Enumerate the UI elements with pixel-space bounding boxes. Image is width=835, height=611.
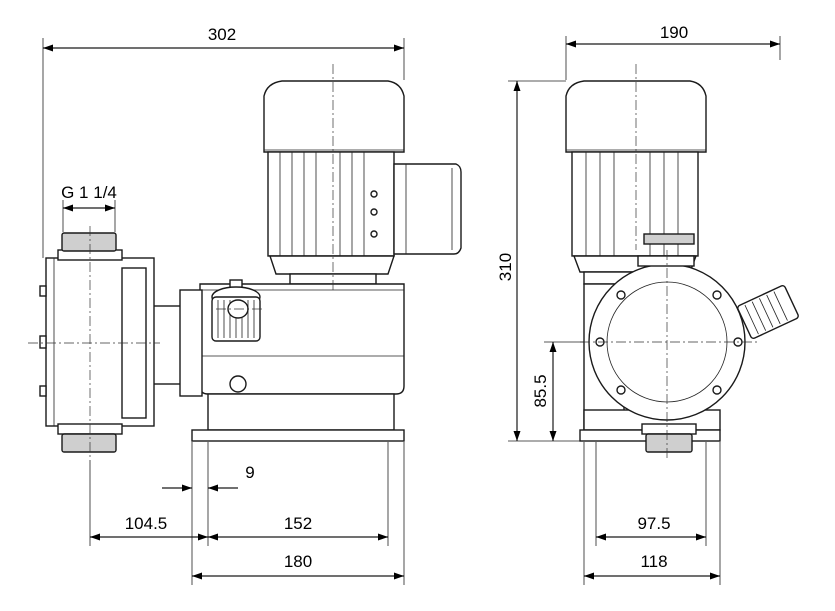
top-connection (61, 232, 117, 252)
side-view (565, 64, 799, 460)
front-view (28, 64, 462, 460)
dim-85-5: 85.5 (531, 374, 550, 407)
dim-190: 190 (660, 23, 688, 42)
dim-302: 302 (208, 25, 236, 44)
side-motor-cap (565, 80, 707, 153)
dim-180: 180 (284, 552, 312, 571)
bottom-connection (61, 433, 117, 453)
dim-310: 310 (496, 253, 515, 281)
motor-body (267, 151, 395, 257)
side-dimensions: 190 310 85.5 97.5 118 (496, 23, 781, 585)
dim-118: 118 (640, 552, 667, 571)
dim-97-5: 97.5 (637, 514, 670, 533)
dim-104-5: 104.5 (125, 514, 168, 533)
front-base-plate (191, 429, 405, 442)
motor-cap (263, 80, 405, 153)
dim-9: 9 (245, 463, 254, 482)
side-knob (737, 284, 799, 340)
side-bottom-connection (645, 433, 693, 453)
terminal-box (393, 163, 462, 255)
dim-thread: G 1 1/4 (61, 183, 117, 202)
dim-152: 152 (284, 514, 312, 533)
front-dimensions: 302 G 1 1/4 9 104.5 152 180 (42, 25, 405, 585)
